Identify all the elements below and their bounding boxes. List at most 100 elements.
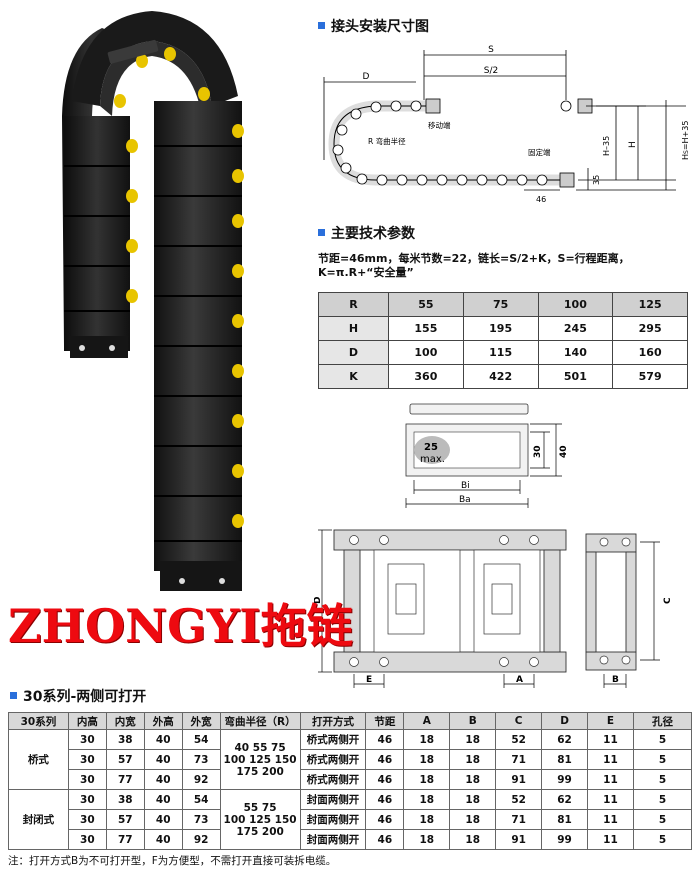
- cell: 封面两侧开: [299, 809, 367, 830]
- spec-table-row: D 100 115 140 160: [318, 340, 688, 365]
- spec-header-cell: 100: [537, 292, 614, 317]
- cell: 46: [365, 809, 405, 830]
- cell: 57: [105, 749, 145, 770]
- series-header-cell: 外宽: [181, 712, 221, 730]
- spec-cell: 140: [537, 340, 614, 365]
- dim-40-label: 40: [559, 445, 568, 458]
- spec-cell: 155: [388, 316, 464, 341]
- cell: 封面两侧开: [299, 829, 367, 850]
- bullet-square-icon: [318, 21, 325, 29]
- series-section-title: 30系列-两侧可打开: [10, 686, 146, 706]
- dim-s-half-label: S/2: [484, 66, 498, 76]
- cell: 40: [143, 769, 183, 790]
- bend-radius-label: R 弯曲半径: [368, 136, 406, 146]
- radius-line: 55 75: [243, 801, 277, 814]
- cell: 18: [403, 729, 451, 750]
- params-line-2: K=π.R+“安全量”: [318, 266, 414, 279]
- cell: 18: [449, 729, 497, 750]
- cell: 18: [403, 809, 451, 830]
- cell: 92: [181, 829, 221, 850]
- series-header-cell: 内高: [67, 712, 107, 730]
- cell: 桥式两侧开: [299, 769, 367, 790]
- cell: 18: [449, 809, 497, 830]
- cell: 46: [365, 749, 405, 770]
- cell: 30: [67, 789, 107, 810]
- cell: 18: [449, 749, 497, 770]
- spec-header-cell: 55: [388, 292, 464, 317]
- cell: 77: [105, 829, 145, 850]
- cell: 71: [495, 809, 543, 830]
- cell: 99: [541, 769, 589, 790]
- cell: 40: [143, 809, 183, 830]
- moving-end-label: 移动端: [428, 120, 451, 130]
- cell: 30: [67, 769, 107, 790]
- dim-35-label: 35: [592, 175, 601, 185]
- dim-hs-label: HS=H+35: [681, 121, 690, 160]
- spec-header-cell: 125: [612, 292, 688, 317]
- cell: 52: [495, 729, 543, 750]
- cell: 18: [403, 769, 451, 790]
- cell: 11: [587, 789, 634, 810]
- cell: 38: [105, 789, 145, 810]
- spec-cell: 195: [462, 316, 539, 341]
- cell: 46: [365, 729, 405, 750]
- spec-table: R 55 75 100 125 H 155 195 245 295 D 100 …: [318, 292, 688, 389]
- series-header-row: 30系列 内高 内宽 外高 外宽 弯曲半径（R） 打开方式 节距 A B C D…: [8, 712, 693, 730]
- series-header-cell: 内宽: [105, 712, 145, 730]
- series-header-cell: 30系列: [8, 712, 69, 730]
- params-section-title: 主要技术参数: [318, 223, 415, 243]
- params-description: 节距=46mm，每米节数=22，链长=S/2+K，S=行程距离， K=π.R+“…: [318, 252, 692, 280]
- series-header-cell: C: [495, 712, 543, 730]
- cell: 40: [143, 829, 183, 850]
- dim-e-label: E: [366, 675, 372, 685]
- series-header-cell: E: [587, 712, 634, 730]
- cell: 30: [67, 829, 107, 850]
- bullet-square-icon: [10, 691, 17, 699]
- cell: 38: [105, 729, 145, 750]
- brand-logo-text: ZHONGYI拖链: [8, 599, 353, 653]
- spec-header-cell: R: [318, 292, 389, 317]
- spec-cell: 245: [537, 316, 614, 341]
- dim-d-label: D: [363, 72, 370, 82]
- cell: 18: [449, 789, 497, 810]
- radius-line: 175 200: [236, 825, 284, 838]
- dim-d-link-label: D: [314, 597, 323, 604]
- cell: 30: [67, 749, 107, 770]
- dim-30-label: 30: [533, 445, 543, 458]
- spec-header-cell: 75: [462, 292, 539, 317]
- cell: 40: [143, 749, 183, 770]
- cell: 18: [449, 829, 497, 850]
- cell: 5: [632, 789, 693, 810]
- spec-cell: 422: [462, 364, 539, 389]
- radius-line: 100 125 150: [223, 753, 297, 766]
- spec-table-header-row: R 55 75 100 125: [318, 292, 688, 317]
- cell: 18: [449, 769, 497, 790]
- cell: 5: [632, 749, 693, 770]
- dim-h35-label: H–35: [602, 136, 611, 156]
- cell: 5: [632, 729, 693, 750]
- cell: 81: [541, 809, 589, 830]
- series-header-cell: 打开方式: [299, 712, 367, 730]
- fixed-end-label: 固定端: [528, 147, 551, 157]
- cell: 57: [105, 809, 145, 830]
- cell: 71: [495, 749, 543, 770]
- series-header-cell: 节距: [365, 712, 405, 730]
- cell: 73: [181, 809, 221, 830]
- cell: 62: [541, 789, 589, 810]
- drag-chain-photo: [62, 11, 244, 591]
- cell: 11: [587, 749, 634, 770]
- series-header-cell: 孔径: [632, 712, 693, 730]
- table-row: 30 77 40 92 封面两侧开 46 18 18 91 99 11 5: [9, 829, 693, 850]
- group-type-cell: 封闭式: [8, 789, 69, 850]
- dim-b-label: B: [612, 675, 619, 685]
- cell: 30: [67, 809, 107, 830]
- footnote: 注：打开方式B为不可打开型，F为方便型，不需打开直接可装拆电缆。: [8, 855, 337, 867]
- cell: 91: [495, 829, 543, 850]
- cell: 54: [181, 729, 221, 750]
- cell: 40: [143, 729, 183, 750]
- spec-cell: 115: [462, 340, 539, 365]
- cell: 46: [365, 789, 405, 810]
- spec-cell: 360: [388, 364, 464, 389]
- spec-table-row: K 360 422 501 579: [318, 364, 688, 389]
- cell: 46: [365, 829, 405, 850]
